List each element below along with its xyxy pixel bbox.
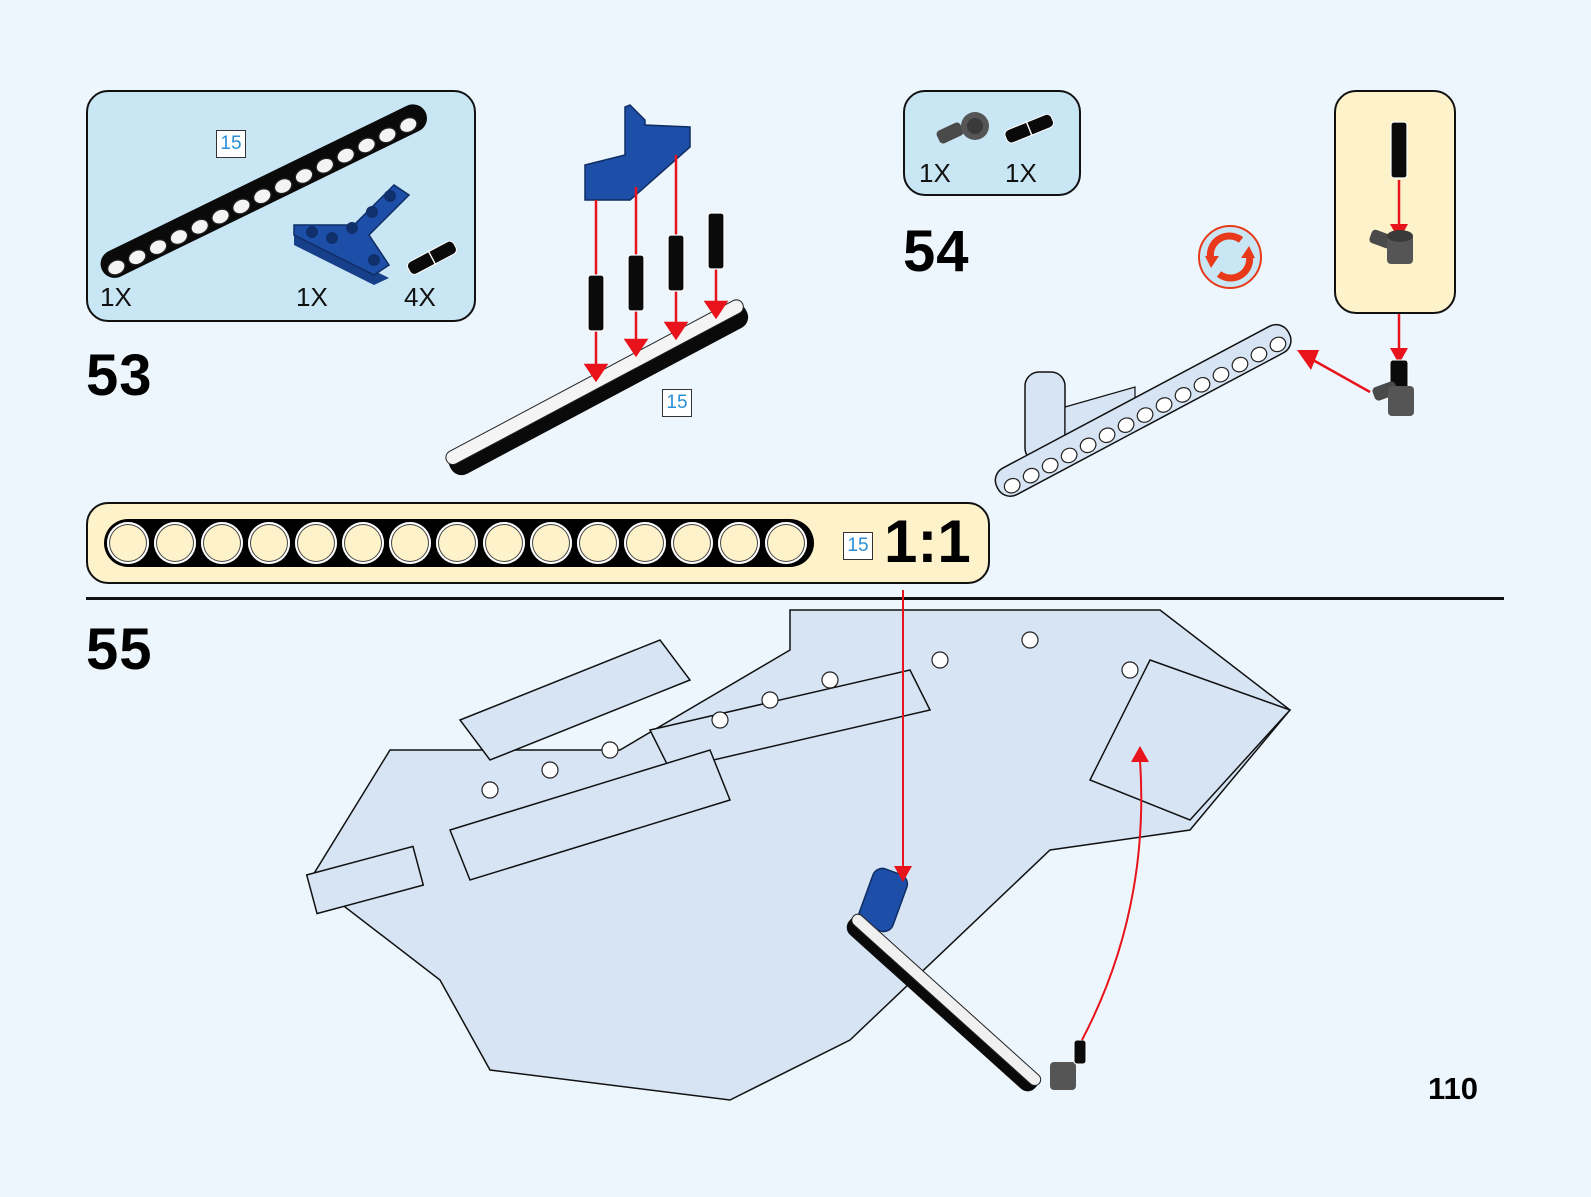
ruler-hole [154, 522, 196, 564]
beam-hole [398, 116, 418, 134]
angle-connector-gray-icon [936, 112, 989, 144]
part-quantity: 1X [1005, 158, 1037, 188]
beam-hole [357, 137, 376, 154]
beam-hole [1269, 336, 1287, 353]
ruler-hole [483, 522, 525, 564]
pin-into-connector-illustration [1369, 121, 1413, 264]
connector-pin-black-icon [406, 240, 457, 275]
beam-hole [211, 208, 230, 225]
length-tag: 15 [843, 532, 873, 560]
length-tag: 15 [216, 130, 246, 158]
beam-hole [378, 127, 397, 144]
ruler-hole [718, 522, 760, 564]
beam-hole [1079, 437, 1097, 454]
beam-hole [1231, 356, 1249, 373]
ruler-hole [248, 522, 290, 564]
length-tag: 15 [662, 389, 692, 417]
beam-hole [1193, 376, 1211, 393]
step-number: 53 [86, 343, 153, 408]
ruler-hole [765, 522, 807, 564]
beam-hole [127, 249, 147, 266]
section-divider [86, 597, 1504, 600]
page-number: 110 [1428, 1071, 1479, 1106]
part-quantity: 1X [296, 282, 328, 312]
l-beam-blue-icon [293, 184, 411, 285]
beam-hole [1155, 397, 1173, 413]
rotate-model-icon [1198, 225, 1262, 289]
step-55-assembly-illustration [305, 590, 1292, 1101]
ruler-hole [342, 522, 384, 564]
step-53-assembly-illustration [445, 104, 749, 476]
step-number: 55 [86, 617, 153, 682]
part-quantity: 1X [100, 282, 132, 312]
ruler-hole [295, 522, 337, 564]
beam-hole [252, 188, 272, 205]
step-54-parts-box: 1X 1X [903, 90, 1081, 196]
beam-hole [1136, 407, 1154, 423]
beam-hole [1041, 457, 1059, 474]
ruler-hole [624, 522, 666, 564]
ruler-hole [389, 522, 431, 564]
beam-hole [1003, 477, 1021, 494]
ruler-hole [577, 522, 619, 564]
beam-hole [336, 147, 356, 164]
beam-hole [190, 218, 210, 235]
connector-pin-black-icon [1004, 113, 1054, 144]
ruler-hole [107, 522, 149, 564]
beam-hole [232, 198, 251, 215]
beam-hole [1098, 427, 1116, 444]
ruler-hole [671, 522, 713, 564]
beam-hole [107, 259, 126, 276]
beam-hole [1117, 417, 1135, 433]
ruler-hole [201, 522, 243, 564]
step-54-subassembly-callout [1334, 90, 1456, 314]
beam-hole [1212, 366, 1230, 383]
step-53-parts-box: 15 1X 1X 4X [86, 90, 476, 322]
beam-hole [148, 239, 168, 256]
beam-hole [1022, 467, 1040, 484]
scale-label: 1:1 [884, 508, 971, 575]
beam-hole [315, 157, 335, 174]
ruler-hole [436, 522, 478, 564]
part-quantity: 1X [919, 158, 951, 188]
part-quantity: 4X [404, 282, 436, 312]
beam-hole [1174, 387, 1192, 403]
beam-hole [169, 228, 189, 246]
beam-15-black-icon [100, 104, 427, 278]
beam-hole [294, 167, 314, 185]
step-number: 54 [903, 219, 970, 284]
beam-hole [1060, 447, 1078, 464]
beam-hole [1250, 346, 1268, 363]
step-54-assembly-illustration [994, 314, 1414, 497]
beam-hole [273, 178, 293, 195]
ruler-hole [530, 522, 572, 564]
